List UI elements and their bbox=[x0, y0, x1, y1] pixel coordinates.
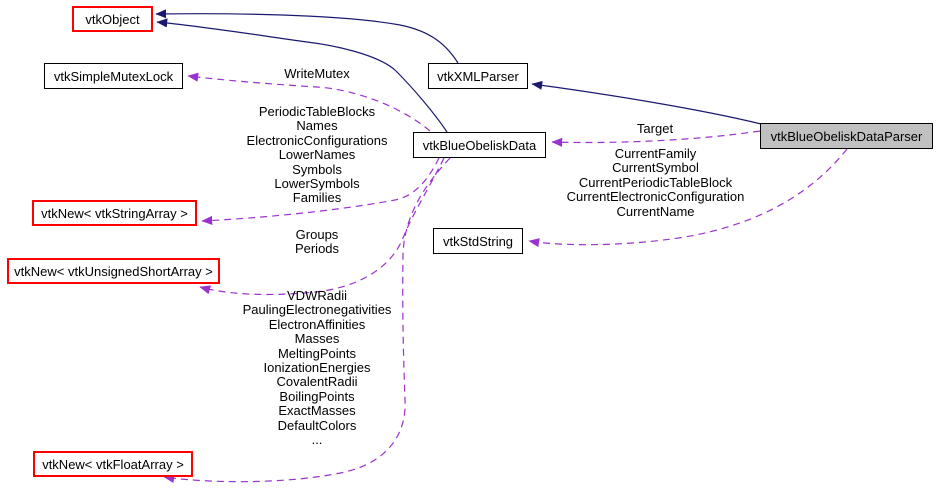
edge-label-line: ElectronAffinities bbox=[268, 316, 366, 332]
edge-label-line: VDWRadii bbox=[287, 288, 347, 303]
edge-label-line: Target bbox=[636, 121, 674, 136]
edge-label-line: CurrentName bbox=[616, 203, 695, 219]
edge-label-line: IonizationEnergies bbox=[263, 360, 371, 376]
edge-label-line: CurrentPeriodicTableBlock bbox=[578, 174, 733, 190]
edge-label-line: LowerSymbols bbox=[274, 176, 360, 192]
edge-label-line: CurrentElectronicConfiguration bbox=[566, 189, 745, 205]
edge-label-line: CurrentFamily bbox=[614, 146, 697, 161]
node-vtkobject[interactable]: vtkObject bbox=[72, 6, 153, 32]
node-vtknew-vtkunsignedshortarray[interactable]: vtkNew< vtkUnsignedShortArray > bbox=[7, 258, 220, 284]
edge-label-writemutex: WriteMutex bbox=[237, 66, 397, 81]
edge-label-line: MeltingPoints bbox=[277, 345, 357, 361]
edge-label-line: DefaultColors bbox=[277, 417, 357, 433]
node-vtkblueobeliskdataparser: vtkBlueObeliskDataParser bbox=[760, 123, 933, 149]
edge-label-line: PaulingElectronegativities bbox=[242, 302, 392, 318]
edge-inheritance-parser-to-vtkxmlparser bbox=[531, 80, 762, 125]
edge-label-line: Families bbox=[292, 190, 342, 206]
edge-label-line: Periods bbox=[294, 241, 340, 257]
edge-label-line: BoilingPoints bbox=[279, 388, 355, 404]
edge-label-line: CurrentSymbol bbox=[612, 160, 699, 176]
edge-label-line: WriteMutex bbox=[284, 66, 350, 81]
edge-label-line: ExactMasses bbox=[278, 403, 356, 419]
node-vtknew-vtkfloatarray[interactable]: vtkNew< vtkFloatArray > bbox=[33, 451, 193, 477]
node-vtkxmlparser[interactable]: vtkXMLParser bbox=[428, 63, 528, 89]
edge-label-line: LowerNames bbox=[278, 147, 356, 163]
edge-label-line: PeriodicTableBlocks bbox=[258, 104, 376, 119]
edge-label-line: ElectronicConfigurations bbox=[246, 132, 388, 148]
node-vtkblueobeliskdata[interactable]: vtkBlueObeliskData bbox=[413, 132, 546, 158]
edge-inheritance-vtkxmlparser-to-vtkobject bbox=[155, 9, 459, 64]
edge-label-line: Masses bbox=[294, 331, 340, 347]
edge-label-line: ... bbox=[311, 432, 323, 448]
edge-label-target: Target bbox=[605, 121, 705, 136]
edge-label-line: Names bbox=[296, 118, 338, 134]
edge-label-line: Symbols bbox=[292, 161, 342, 177]
node-vtkstdstring[interactable]: vtkStdString bbox=[433, 228, 523, 254]
edge-label-line: Groups bbox=[295, 227, 339, 242]
edge-label-line: CovalentRadii bbox=[276, 374, 358, 390]
node-vtksimplemutexlock[interactable]: vtkSimpleMutexLock bbox=[44, 63, 183, 89]
node-vtknew-vtkstringarray[interactable]: vtkNew< vtkStringArray > bbox=[32, 200, 197, 226]
